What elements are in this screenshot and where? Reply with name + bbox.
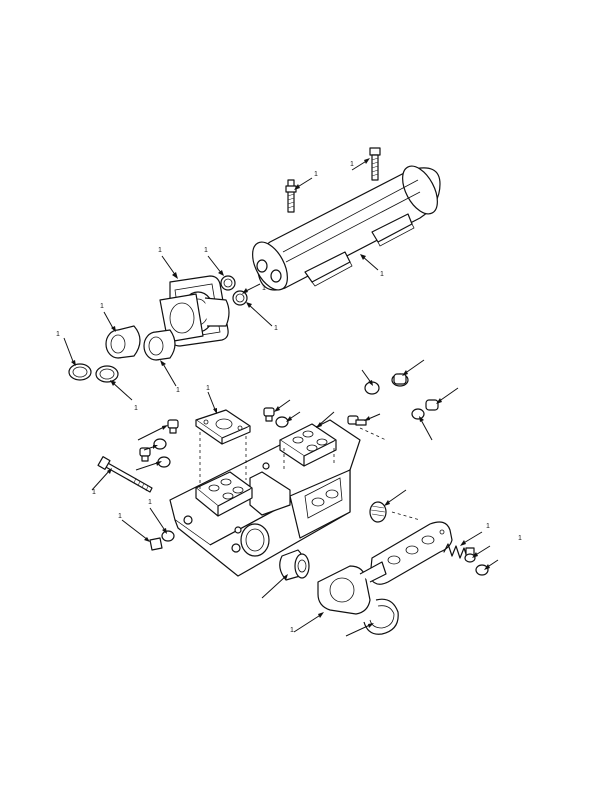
callout-mark: 1 bbox=[148, 499, 152, 506]
callout-mark: 1 bbox=[100, 303, 104, 310]
plug-1 bbox=[167, 419, 179, 434]
callout-mark: 1 bbox=[56, 331, 60, 338]
piston bbox=[279, 549, 310, 581]
o-ring bbox=[232, 290, 248, 306]
gasket-front bbox=[317, 561, 387, 615]
adapter-left bbox=[105, 325, 141, 359]
plug-4 bbox=[347, 415, 367, 426]
washer bbox=[275, 416, 289, 428]
callout-mark: 1 bbox=[314, 171, 318, 178]
long-bolt bbox=[97, 456, 153, 493]
oil-cooler bbox=[252, 165, 441, 291]
washer bbox=[153, 438, 167, 450]
spring-valve bbox=[443, 543, 489, 576]
callout-mark: 1 bbox=[204, 247, 208, 254]
o-ring bbox=[220, 275, 236, 291]
relief-nut bbox=[369, 501, 387, 523]
mounting-pad-right bbox=[279, 423, 337, 467]
callout-mark: 1 bbox=[274, 325, 278, 332]
fitting-left bbox=[149, 530, 175, 551]
callout-mark: 1 bbox=[486, 523, 490, 530]
callout-mark: 1 bbox=[518, 535, 522, 542]
cover-gasket bbox=[159, 293, 204, 343]
adapter-right bbox=[143, 329, 176, 361]
plug-5 bbox=[364, 373, 409, 395]
cooler-bolt bbox=[369, 147, 381, 181]
callout-mark: 1 bbox=[134, 405, 138, 412]
callout-mark: 1 bbox=[206, 385, 210, 392]
seal-rings bbox=[68, 363, 119, 383]
callout-mark: 1 bbox=[290, 627, 294, 634]
callout-mark: 1 bbox=[92, 489, 96, 496]
alignment-lines bbox=[199, 427, 421, 521]
snap-ring bbox=[363, 598, 399, 635]
callout-mark: 1 bbox=[262, 285, 266, 292]
callout-mark: 1 bbox=[176, 387, 180, 394]
callout-numbers: 1 1 1 1 1 1 1 1 1 1 1 1 1 1 1 1 1 1 bbox=[56, 161, 522, 634]
plug-6 bbox=[411, 399, 439, 420]
mounting-pad-left bbox=[195, 471, 253, 517]
plug-3 bbox=[263, 407, 275, 422]
callout-leaders bbox=[63, 158, 499, 637]
callout-mark: 1 bbox=[158, 247, 162, 254]
callout-mark: 1 bbox=[380, 271, 384, 278]
callout-mark: 1 bbox=[350, 161, 354, 168]
cooler-stud bbox=[285, 179, 297, 213]
callout-mark: 1 bbox=[118, 513, 122, 520]
cover-plate bbox=[195, 409, 251, 445]
plug-2 bbox=[139, 447, 151, 462]
